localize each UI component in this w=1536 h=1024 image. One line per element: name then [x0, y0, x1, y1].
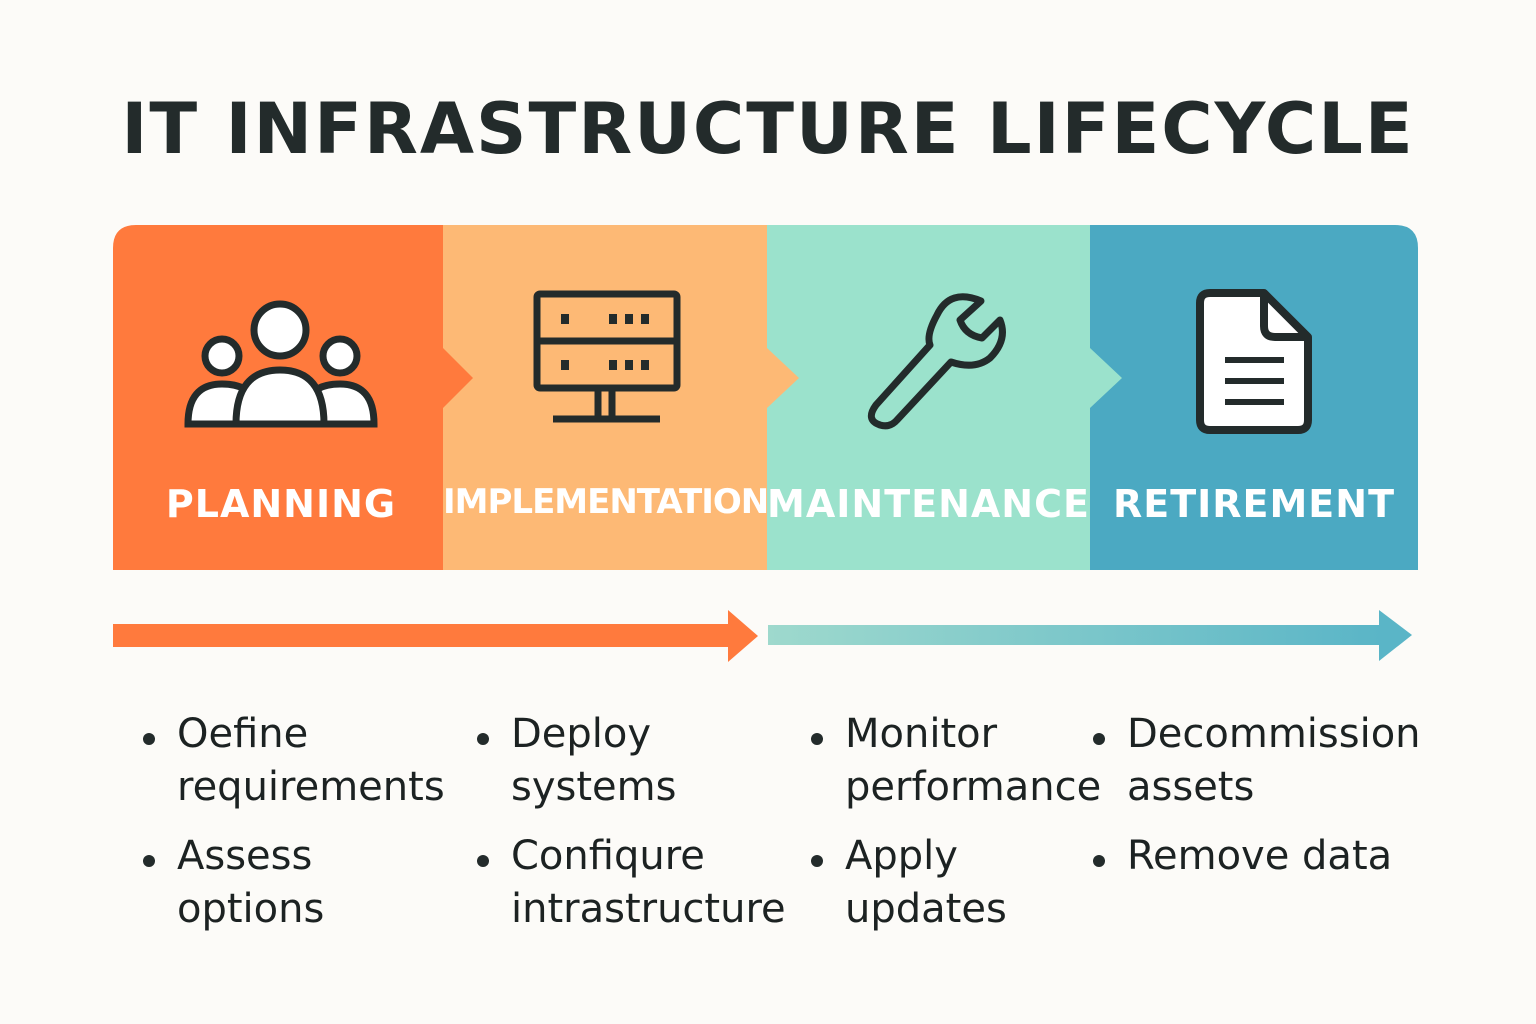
list-item: Confiqure intrastructure — [477, 830, 797, 936]
list-item: Apply updates — [811, 830, 1081, 936]
wrench-icon — [867, 293, 1006, 430]
planning-arrow — [113, 610, 758, 662]
list-item: Assess options — [143, 830, 463, 936]
list-item: Decommission assets — [1093, 708, 1433, 814]
page-title: IT INFRASTRUCTURE LIFECYCLE — [121, 88, 1415, 170]
phase-label-implementation: IMPLEMENTATION — [443, 482, 769, 522]
maintenance-tasks: Monitor performance Apply updates — [811, 708, 1101, 952]
list-item: Oefine requirements — [143, 708, 463, 814]
planning-tasks: Oefine requirements Assess options — [143, 708, 463, 952]
phase-label-maintenance: MAINTENANCE — [767, 482, 1090, 526]
document-icon — [1196, 289, 1312, 434]
list-item: Remove data — [1093, 830, 1433, 883]
phase-label-planning: PLANNING — [165, 482, 397, 526]
people-icon — [184, 300, 378, 428]
implementation-tasks: Deploy systems Confiqure intrastructure — [477, 708, 797, 952]
retirement-tasks: Decommission assets Remove data — [1093, 708, 1433, 899]
maintenance-panel — [767, 225, 1122, 570]
implementation-panel — [443, 225, 799, 570]
phase-label-retirement: RETIREMENT — [1113, 482, 1395, 526]
list-item: Monitor performance — [811, 708, 1101, 814]
server-monitor-icon — [533, 290, 681, 423]
list-item: Deploy systems — [477, 708, 797, 814]
maintenance-arrow — [768, 610, 1412, 661]
